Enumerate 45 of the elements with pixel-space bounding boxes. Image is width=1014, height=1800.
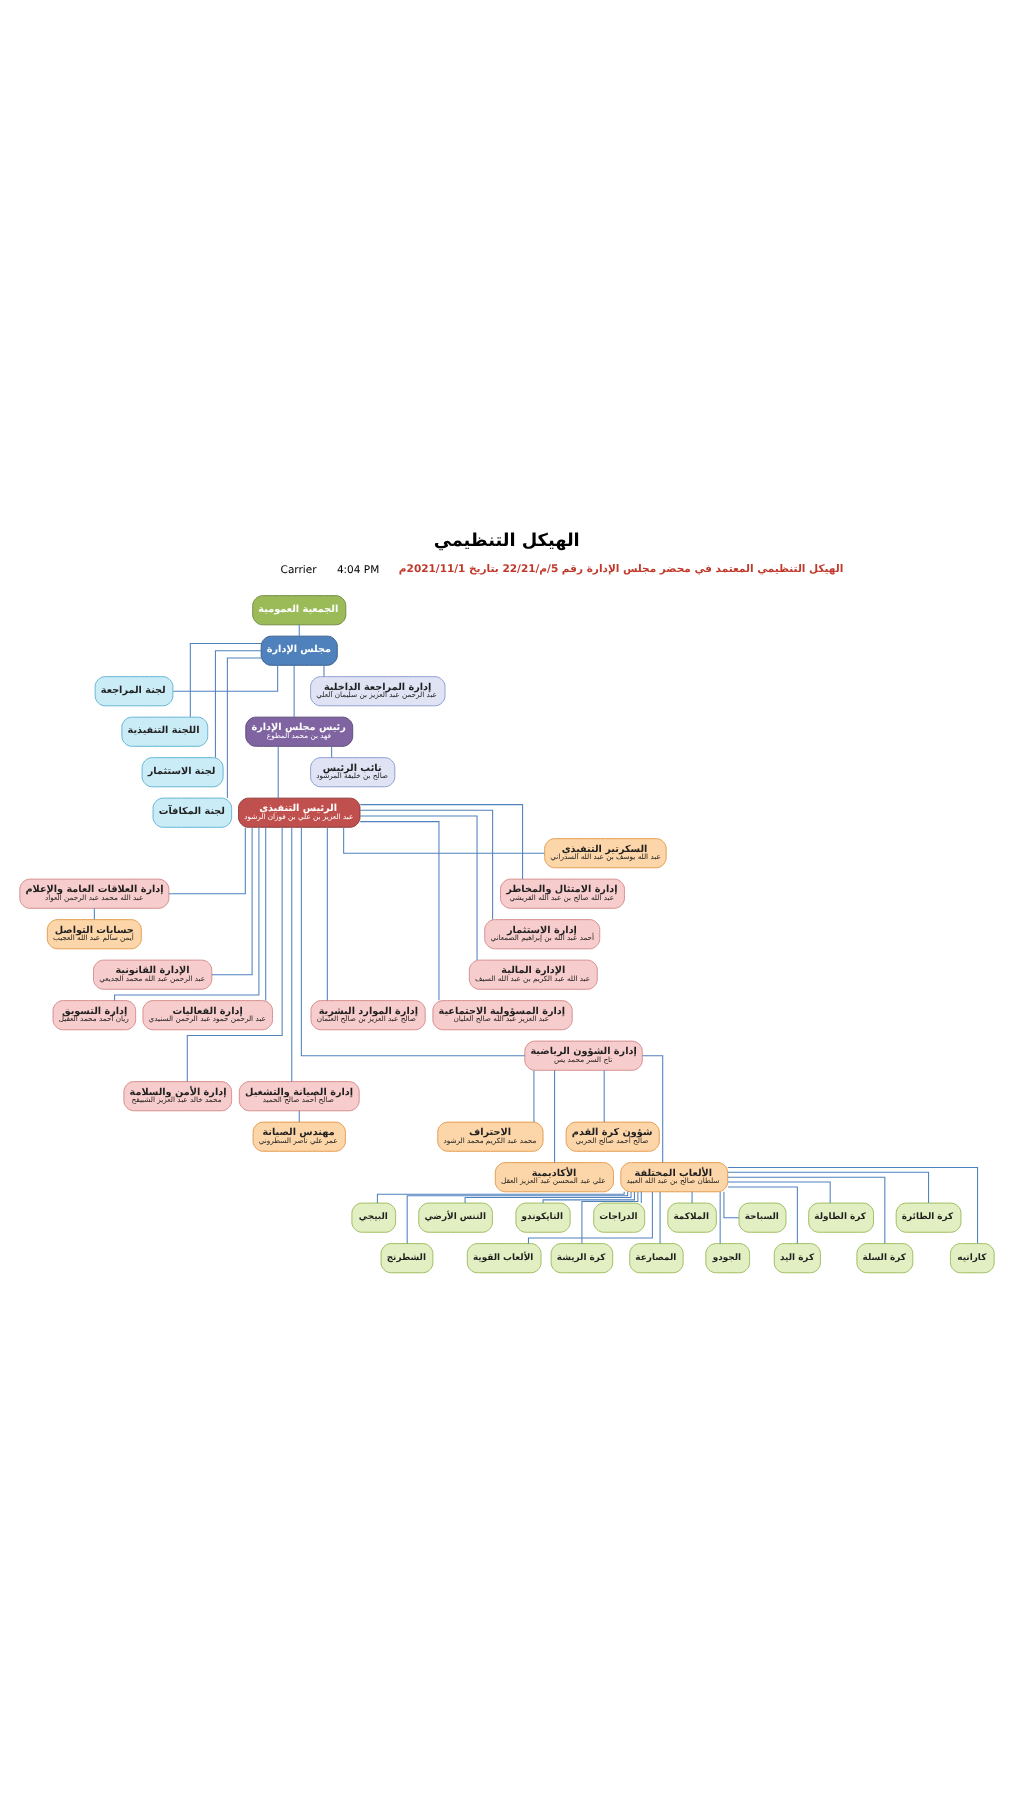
connector [293,664,295,717]
connector [542,1190,635,1203]
connector [641,1054,664,1163]
connector [727,1170,930,1203]
connector [359,808,494,920]
connector [226,656,262,798]
connector [291,826,293,1082]
connector [554,1068,556,1162]
connector [265,826,267,1001]
connector [406,1190,629,1243]
connector [359,803,524,879]
connector [298,623,300,636]
diagram-title: الهيكل التنظيمي [433,530,580,551]
connector [727,1180,831,1203]
connector [326,826,328,1001]
connector [359,814,478,960]
connector [727,1175,886,1243]
connector [464,1190,632,1203]
connector [300,826,526,1056]
connector [359,820,440,1000]
connector [277,745,279,798]
connector [533,1069,535,1122]
connector [723,1190,740,1218]
connector [168,826,246,894]
connector [376,1190,625,1203]
connector [343,825,545,853]
connector [186,825,283,1081]
connector [211,825,253,975]
connector [298,1109,300,1122]
connector [659,1190,661,1243]
connector [214,649,262,758]
connector [323,663,325,676]
connector [172,663,279,691]
connector [603,1069,605,1122]
connector [727,1185,798,1243]
connector [691,1190,693,1203]
connector [727,1165,979,1243]
connector [527,1190,653,1243]
connector [581,1190,639,1244]
connector [640,1190,642,1203]
connector [189,641,262,717]
connector [331,744,333,757]
connector [719,1190,721,1243]
connector [114,825,260,1000]
connector [93,906,95,919]
